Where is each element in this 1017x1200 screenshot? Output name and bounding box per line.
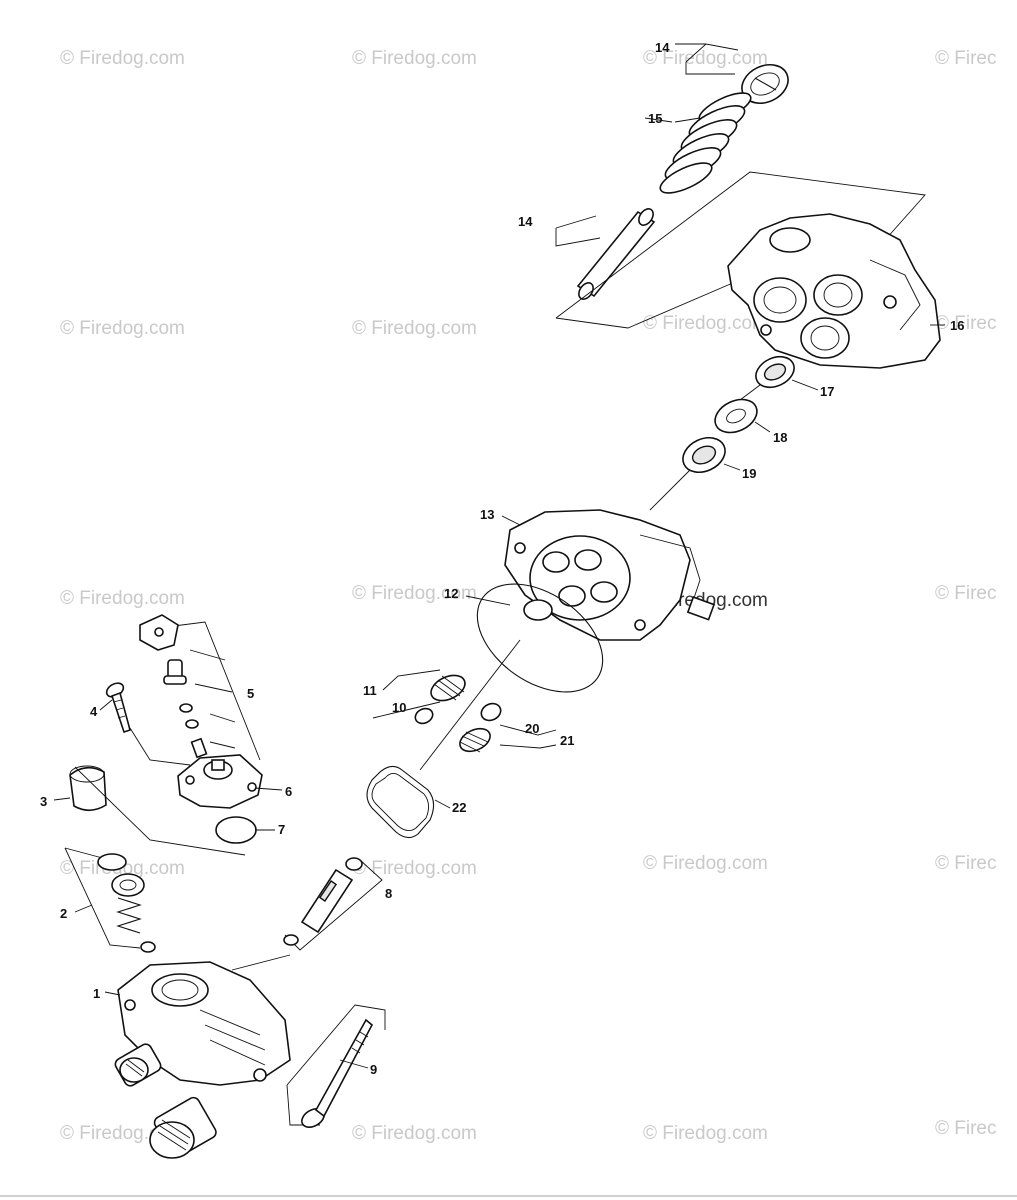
callout-3: 3	[40, 794, 47, 809]
leader-line	[99, 699, 113, 711]
part-19-seal	[682, 436, 726, 474]
leader-line	[723, 463, 741, 471]
leader-line	[465, 595, 511, 606]
part-22-gasket	[366, 765, 435, 839]
part-8-check-valve	[283, 857, 383, 951]
part-2-spring-assembly	[64, 847, 156, 953]
callout-22: 22	[452, 800, 466, 815]
watermark: © Firedog.com	[643, 853, 768, 874]
watermark: © Firedog.com	[352, 1123, 477, 1144]
callout-16: 16	[950, 318, 964, 333]
watermark: © Firec	[935, 313, 997, 334]
leader-line	[434, 799, 451, 809]
watermark: © Firedog.com	[60, 588, 185, 609]
part-5-unloader-assembly	[139, 614, 261, 761]
leader-line	[254, 787, 283, 791]
part-4-screw	[105, 682, 191, 766]
group-bracket	[555, 171, 926, 319]
callout-21: 21	[560, 733, 574, 748]
assembly-line	[649, 469, 691, 511]
watermark: © Firedog.com	[352, 48, 477, 69]
part-15-spring	[659, 92, 752, 194]
callout-11: 11	[363, 683, 377, 698]
part-7-o-ring	[215, 816, 257, 844]
callout-17: 17	[820, 384, 834, 399]
leader-line	[339, 1059, 369, 1069]
leader-line	[791, 379, 819, 391]
part-9-bolt	[286, 1004, 386, 1128]
callout-5: 5	[247, 686, 254, 701]
callout-9: 9	[370, 1062, 377, 1077]
part-12-o-ring	[476, 583, 604, 693]
leader-line	[501, 515, 521, 526]
callout-19: 19	[742, 466, 756, 481]
part-16-pump-head	[727, 213, 941, 369]
watermark: © Firec	[935, 853, 997, 874]
watermark: © Firec	[935, 48, 997, 69]
callout-2: 2	[60, 906, 67, 921]
leader-line	[104, 991, 121, 996]
part-14-plunger	[555, 208, 656, 300]
group-bracket	[555, 281, 736, 329]
part-22-gasket-inner	[371, 773, 429, 831]
callout-15: 15	[648, 111, 662, 126]
watermark: © Firedog.com	[352, 858, 477, 879]
part-17-seal	[755, 355, 795, 389]
callout-20: 20	[525, 721, 539, 736]
leader-line	[644, 117, 673, 123]
watermark: © Firedog.com	[643, 48, 768, 69]
callout-6: 6	[285, 784, 292, 799]
part-21-valve	[459, 702, 557, 753]
callout-1: 1	[93, 986, 100, 1001]
assembly-line	[231, 954, 291, 971]
callout-10: 10	[392, 700, 406, 715]
watermark: © Firedog.com	[60, 858, 185, 879]
watermark: © Firedog.com	[60, 48, 185, 69]
leader-line	[74, 904, 93, 913]
callout-18: 18	[773, 430, 787, 445]
watermark: © Firec	[935, 583, 997, 604]
watermark: © Firedog.com	[643, 313, 768, 334]
part-11-valve	[372, 669, 466, 725]
watermark: © Firedog.com	[352, 318, 477, 339]
assembly-line	[739, 384, 761, 401]
leader-line	[754, 421, 771, 433]
part-14-retainer-cap	[685, 43, 789, 105]
callout-12: 12	[444, 586, 458, 601]
callout-14: 14	[655, 40, 670, 55]
assembly-line	[419, 639, 521, 771]
callout-8: 8	[385, 886, 392, 901]
part-12-detail	[523, 599, 553, 621]
part-1-manifold	[114, 961, 291, 1159]
watermark: © Firedog.com	[643, 1123, 768, 1144]
leader-line	[53, 797, 71, 801]
watermark: © Firedog.com	[60, 318, 185, 339]
callout-14: 14	[518, 214, 533, 229]
watermark: © Firedog.com	[352, 583, 477, 604]
part-18-seal	[714, 398, 758, 434]
callout-7: 7	[278, 822, 285, 837]
part-6-unloader-base	[177, 754, 263, 809]
callout-4: 4	[90, 704, 98, 719]
watermark: © Firec	[935, 1118, 997, 1139]
part-3-cap	[69, 765, 246, 856]
callout-13: 13	[480, 507, 494, 522]
